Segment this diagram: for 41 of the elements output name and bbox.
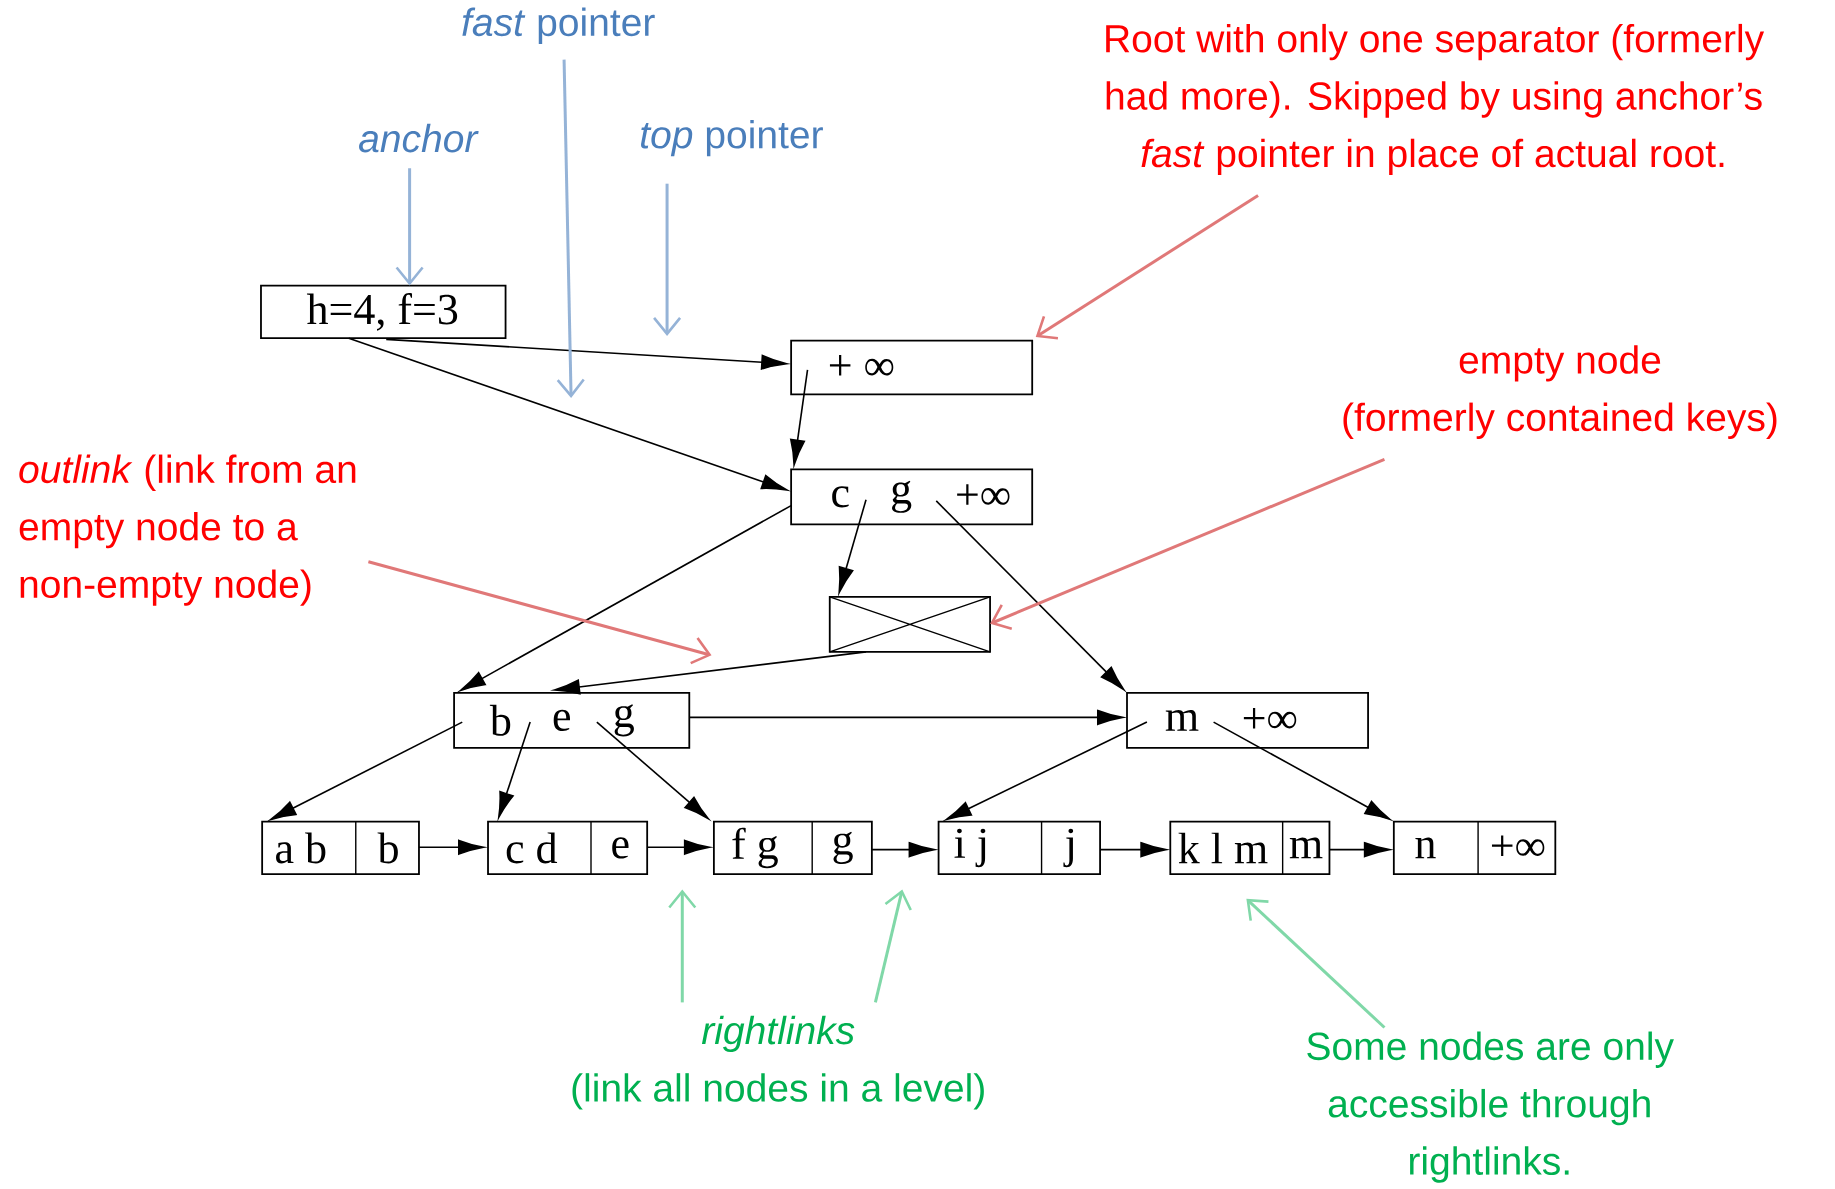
arrow [1212,721,1391,821]
tree-node: b e g [453,691,691,749]
annotation-text: top pointer [641,119,823,157]
arrow [270,721,464,821]
tree-node: k l m m [1169,820,1331,876]
tree-node: f g g [713,820,873,876]
empty-node-box [828,595,991,653]
tree-node: c g +∞ [790,468,1034,526]
arrow [838,498,867,594]
leader-arrow [668,889,697,1003]
leader-arrow [395,168,424,286]
leader-arrow [653,183,682,336]
annotation-text: fast pointer [462,7,655,44]
arrow [1099,842,1167,858]
annotation-text: empty node (formerly contained keys) [1343,345,1777,439]
tree-node: i j j [937,820,1101,876]
tree-node: a b b [261,820,420,876]
leader-arrow [990,457,1386,631]
arrow [646,839,711,855]
tree-node: n +∞ [1392,820,1557,876]
annotation-text: outlink (link from an empty node to a non-empty node) [19,454,356,606]
leader-arrow [1035,194,1259,340]
leader-arrow [1246,898,1386,1029]
leader-arrow [873,889,912,1003]
arrow [418,839,485,855]
arrow [935,500,1125,691]
arrow [498,721,531,818]
arrow [347,337,788,491]
tree-node: m +∞ [1126,691,1369,749]
annotation-text: anchor [359,123,479,153]
tree-node: + ∞ [790,339,1034,396]
annotation-text: Root with only one separator (formerly had more). Skipped by using anchor’s fast pointer in place of actual root. [1106,23,1765,176]
tree-node: c d e [487,820,649,876]
arrow [385,338,788,370]
arrow [1328,842,1391,858]
leader-arrow [368,560,712,665]
annotation-text: rightlinks (link all nodes in a level) [572,1015,984,1110]
leader-arrow [556,59,585,398]
annotation-text: Some nodes are only accessible through rightlinks. [1307,1031,1674,1183]
tree-node: h=4, f=3 [260,284,507,340]
arrow [945,721,1148,821]
